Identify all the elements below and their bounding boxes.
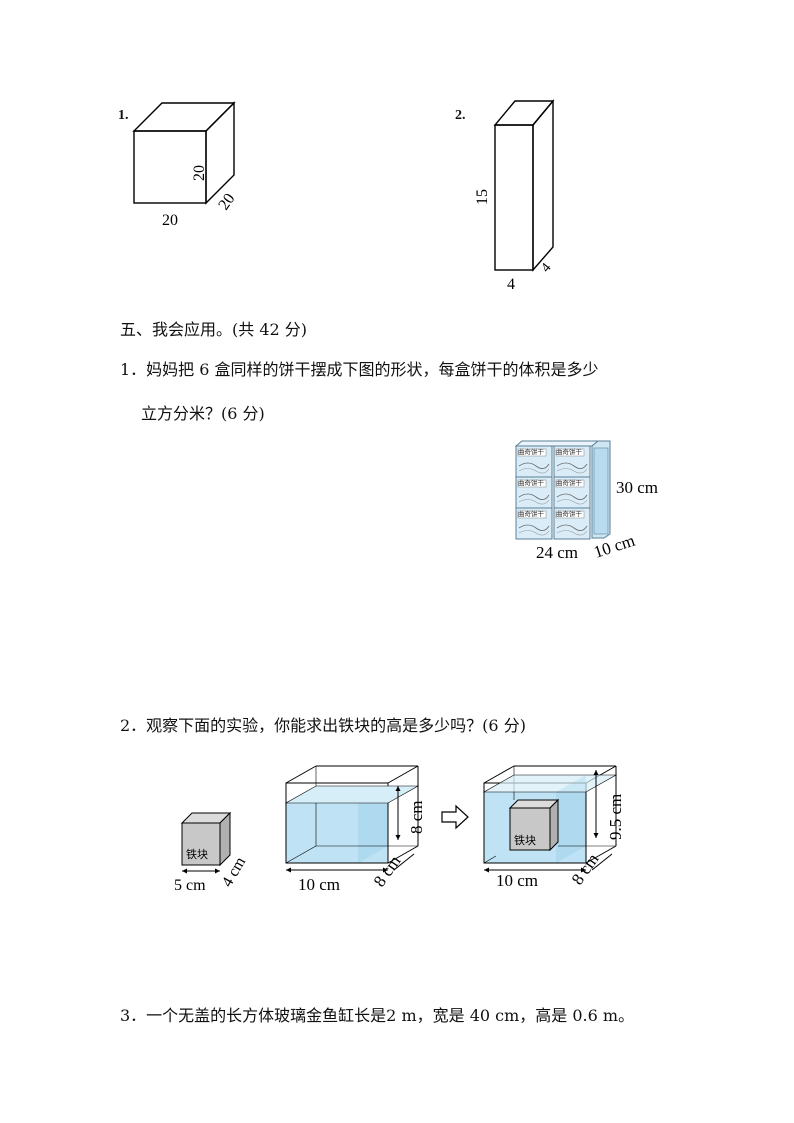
experiment-figure: 铁块 5 cm 4 cm 10 cm 8 cm 8 cm bbox=[174, 765, 625, 894]
question-3-line-1: 3．一个无盖的长方体玻璃金鱼缸长是2 m，宽是 40 cm，高是 0.6 m。 bbox=[120, 1006, 635, 1025]
biscuit-box-label: 曲奇饼干 bbox=[556, 447, 583, 456]
biscuit-box-label: 曲奇饼干 bbox=[518, 478, 545, 487]
prism-height-label: 15 bbox=[474, 189, 491, 205]
tank-2-iron-label: 铁块 bbox=[514, 834, 536, 847]
prism-figure: 15 4 4 bbox=[474, 99, 555, 293]
biscuit-width-label: 24 cm bbox=[536, 543, 578, 562]
tank-2-water-height-label: 9.5 cm bbox=[606, 794, 625, 840]
figure-2-number: 2. bbox=[455, 108, 466, 123]
tank-1 bbox=[284, 765, 420, 864]
right-arrow-icon bbox=[441, 804, 469, 830]
tank-1-water-height-label: 8 cm bbox=[407, 800, 426, 834]
iron-block: 铁块 bbox=[180, 811, 232, 867]
tank-2: 铁块 bbox=[482, 765, 618, 864]
biscuit-boxes-figure: 曲奇饼干 曲奇饼干 曲奇饼干 曲奇饼干 曲奇饼干 曲奇饼干 30 cm 24 c… bbox=[514, 440, 658, 562]
tank-2-length-label: 10 cm bbox=[496, 871, 538, 890]
section-title: 五、我会应用。(共 42 分) bbox=[120, 320, 308, 339]
cube-width-label: 20 bbox=[162, 212, 178, 229]
biscuit-box-label: 曲奇饼干 bbox=[556, 509, 583, 518]
question-1-line-1: 1．妈妈把 6 盒同样的饼干摆成下图的形状，每盒饼干的体积是多少 bbox=[120, 360, 599, 379]
biscuit-height-label: 30 cm bbox=[616, 478, 658, 497]
biscuit-box-label: 曲奇饼干 bbox=[556, 478, 583, 487]
prism-depth-label: 4 bbox=[539, 261, 555, 276]
biscuit-box-label: 曲奇饼干 bbox=[518, 447, 545, 456]
tank-1-length-label: 10 cm bbox=[298, 875, 340, 894]
prism-width-label: 4 bbox=[507, 276, 515, 293]
question-1-line-2: 立方分米？(6 分) bbox=[141, 404, 265, 423]
iron-block-label: 铁块 bbox=[186, 848, 208, 861]
cube-figure: 20 20 20 bbox=[132, 101, 238, 229]
iron-width-label: 5 cm bbox=[174, 877, 206, 894]
cube-depth-label: 20 bbox=[215, 190, 238, 213]
biscuit-box-label: 曲奇饼干 bbox=[518, 509, 545, 518]
cube-height-label: 20 bbox=[191, 165, 208, 181]
figure-1-number: 1. bbox=[118, 108, 129, 123]
question-2-line-1: 2．观察下面的实验，你能求出铁块的高是多少吗？(6 分) bbox=[120, 716, 526, 735]
